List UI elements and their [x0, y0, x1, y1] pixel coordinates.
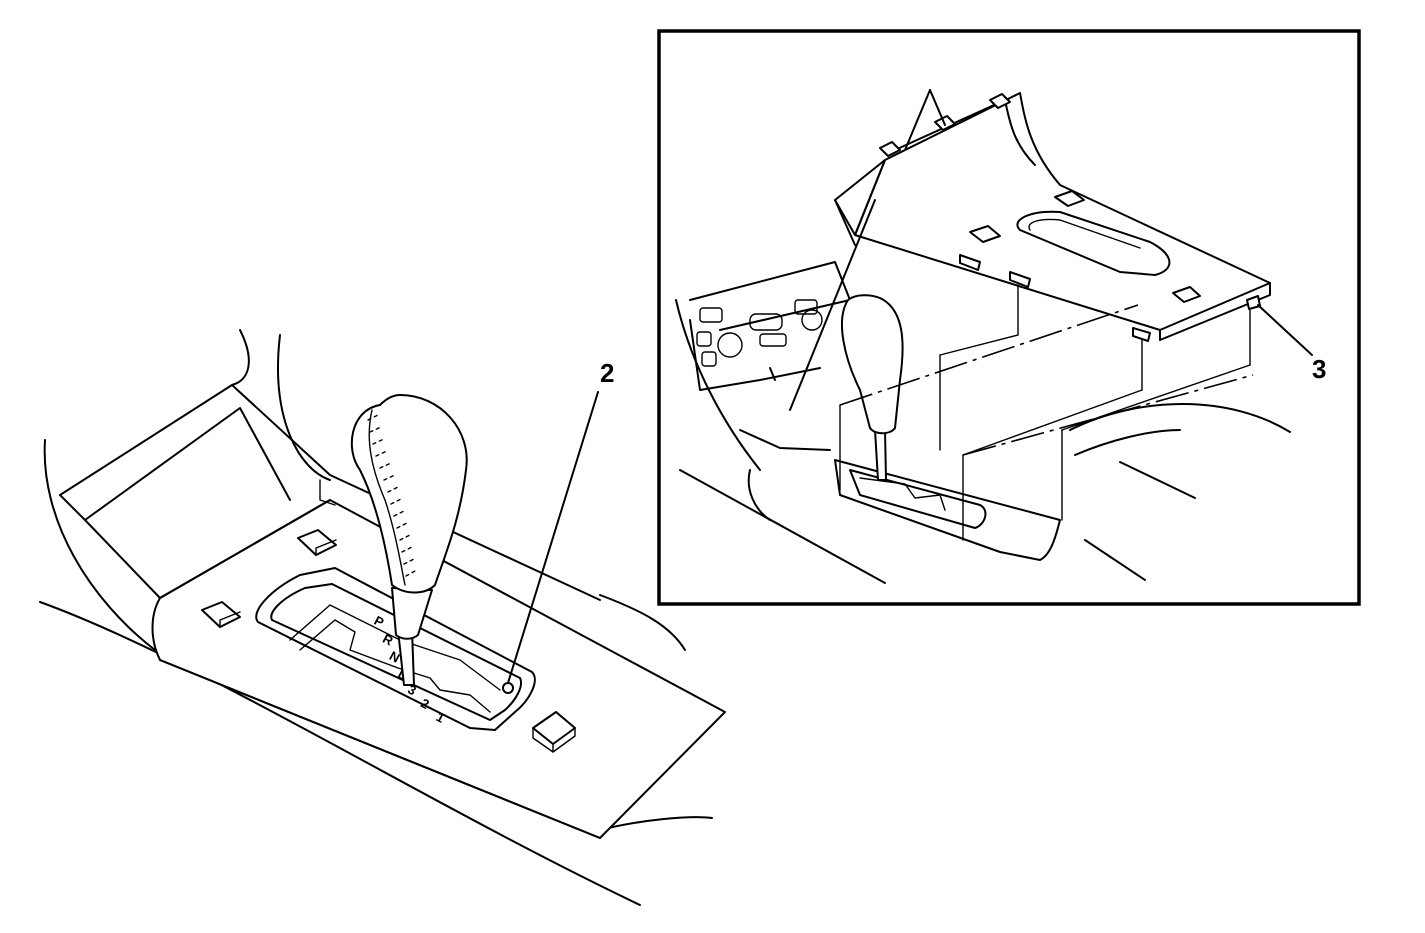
console-inner-edge: [59, 407, 291, 521]
alignment-link-2: [962, 389, 1143, 456]
floor-contour-line: [39, 601, 641, 906]
clip-leader-3: [789, 199, 876, 411]
console-front-edge: [739, 429, 831, 451]
bezel-retainer: [502, 682, 514, 694]
inset-retainer-1: [959, 254, 981, 271]
inset-clip-2: [1054, 190, 1085, 207]
console-side-edge: [84, 519, 161, 599]
callout-3-leader: [1257, 304, 1313, 356]
inset-clip-3: [1172, 286, 1201, 303]
callout-2-leader: [507, 391, 599, 684]
trim-contour-line-2: [599, 594, 686, 651]
radio-button-1: [699, 307, 723, 323]
console-left-bulge: [747, 469, 771, 521]
alignment-line-1: [839, 304, 1139, 406]
inset-retainer-2: [1009, 271, 1031, 288]
bezel-clip-1: [297, 529, 337, 556]
shift-knob: [350, 394, 468, 594]
inset-bezel-opening-rim: [1028, 218, 1141, 249]
main-console-view: P R N D 3 2 1 2: [39, 329, 726, 906]
seat-crease-1: [1119, 461, 1196, 499]
callout-2-label: 2: [600, 358, 614, 388]
radio-button-2: [749, 313, 783, 331]
inset-bezel-opening: [1016, 210, 1171, 276]
bezel-clip-3: [532, 711, 576, 753]
trim-contour-line: [599, 816, 713, 831]
clip-leader-4: [769, 367, 776, 381]
shift-lever-boot: [391, 587, 433, 640]
inset-floor-line: [679, 469, 886, 584]
inset-shifter-gate-path: [859, 477, 946, 511]
radio-knob-left: [717, 332, 743, 358]
seat-contour-line: [43, 439, 156, 651]
radio-button-5: [701, 351, 717, 367]
console-top-edge: [59, 384, 601, 601]
dash-contour-line: [231, 329, 250, 386]
inset-exploded-view: 3: [657, 29, 1361, 606]
radio-button-3: [794, 299, 818, 315]
inset-clip-4: [879, 141, 901, 157]
shifter-gate-inner: [270, 583, 522, 721]
inset-retainer-3: [1132, 327, 1151, 342]
shifter-gate-path: [299, 619, 491, 713]
bezel-upper-edge: [159, 499, 331, 599]
radio-button-4: [696, 331, 712, 347]
seat-crease-2: [1084, 539, 1146, 581]
bezel-clip-2: [201, 601, 241, 628]
inset-shifter-gate: [849, 469, 987, 529]
bezel-tab: [319, 479, 336, 506]
inset-clip-6: [989, 93, 1011, 109]
bezel-lower-edge: [159, 659, 601, 839]
radio-knob-right: [801, 309, 823, 331]
inset-bezel-side-edge: [834, 199, 856, 246]
shift-knob-seam: [368, 409, 406, 586]
inset-clip-1: [969, 225, 1001, 243]
inset-bezel-front-thickness: [1159, 282, 1271, 341]
alignment-link-1: [939, 334, 1019, 356]
inset-bezel-side-tab: [834, 159, 886, 236]
alignment-line-2: [962, 374, 1254, 456]
callout-3-label: 3: [1312, 354, 1326, 384]
radio-face-bottom: [689, 319, 821, 391]
radio-button-6: [759, 333, 787, 347]
alignment-link-3: [1061, 364, 1251, 431]
inset-shift-knob: [841, 294, 904, 435]
seat-inner-contour: [1074, 429, 1181, 456]
dash-contour-line-2: [277, 334, 331, 481]
clip-leader-1: [904, 89, 931, 151]
inset-shift-lever-shaft: [874, 429, 887, 481]
clip-leader-2: [929, 89, 946, 126]
